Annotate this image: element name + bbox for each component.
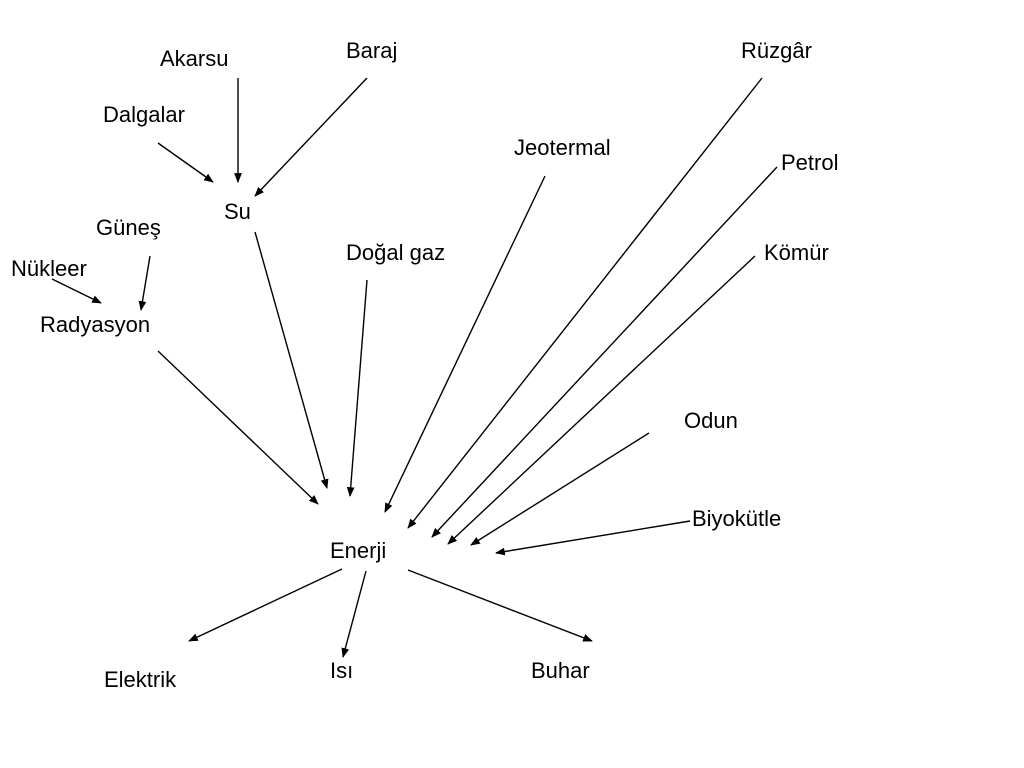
node-akarsu: Akarsu bbox=[160, 46, 229, 71]
arrow-gunes-to-radyasyon bbox=[138, 255, 151, 311]
node-enerji: Enerji bbox=[330, 538, 387, 563]
node-nukleer: Nükleer bbox=[11, 256, 87, 281]
node-isi: Isı bbox=[330, 658, 354, 683]
node-baraj: Baraj bbox=[346, 38, 398, 63]
arrow-nukleer-to-radyasyon bbox=[51, 278, 102, 304]
arrow-dalgalar-to-su bbox=[157, 142, 214, 183]
node-dalgalar: Dalgalar bbox=[103, 102, 185, 127]
node-gunes: Güneş bbox=[96, 215, 161, 240]
node-odun: Odun bbox=[684, 408, 738, 433]
arrow-enerji-to-elektrik bbox=[188, 568, 343, 642]
arrow-su-to-enerji bbox=[254, 231, 329, 489]
node-elektrik: Elektrik bbox=[104, 667, 177, 692]
arrow-ruzgar-to-enerji bbox=[407, 77, 763, 529]
node-petrol: Petrol bbox=[781, 150, 839, 175]
node-su: Su bbox=[224, 199, 251, 224]
arrow-enerji-to-buhar bbox=[407, 569, 593, 642]
arrow-radyasyon-to-enerji bbox=[157, 350, 319, 505]
arrow-petrol-to-enerji bbox=[431, 166, 778, 538]
arrow-jeotermal-to-enerji bbox=[384, 175, 546, 513]
node-ruzgar: Rüzgâr bbox=[741, 38, 812, 63]
arrow-baraj-to-su bbox=[254, 77, 368, 197]
arrow-dogalgaz-to-enerji bbox=[346, 279, 368, 497]
node-dogalgaz: Doğal gaz bbox=[346, 240, 446, 265]
arrow-komur-to-enerji bbox=[447, 255, 756, 545]
arrow-enerji-to-isi bbox=[341, 570, 367, 658]
arrow-biyokutle-to-enerji bbox=[495, 520, 691, 556]
node-biyokutle: Biyokütle bbox=[692, 506, 782, 531]
node-komur: Kömür bbox=[764, 240, 829, 265]
node-buhar: Buhar bbox=[531, 658, 590, 683]
arrow-odun-to-enerji bbox=[470, 432, 650, 546]
node-jeotermal: Jeotermal bbox=[514, 135, 611, 160]
node-radyasyon: Radyasyon bbox=[40, 312, 151, 337]
